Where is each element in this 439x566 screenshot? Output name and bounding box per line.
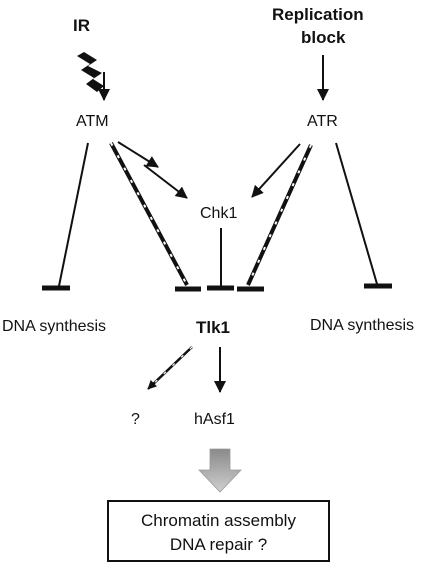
arrow-atr-to-chk1 [251, 143, 301, 198]
replication-label-line2: block [301, 28, 346, 47]
atr-node: ATR [307, 113, 338, 130]
inhibit-atr-to-tlk1 [237, 144, 313, 292]
arrow-atm-to-chk1-lower [143, 164, 188, 199]
chk1-node: Chk1 [200, 205, 238, 222]
arrow-atm-to-chk1-upper [117, 141, 159, 168]
outcome-line2: DNA repair ? [169, 535, 268, 554]
ir-label: IR [73, 16, 90, 35]
block-arrow-down-icon [198, 448, 242, 493]
inhibit-atm-to-dna-synthesis-left [42, 142, 89, 291]
atm-node: ATM [76, 113, 109, 130]
hasf1-node: hAsf1 [194, 411, 235, 428]
outcome-line1: Chromatin assembly [141, 511, 296, 530]
inhibit-atr-to-dna-synthesis-right [335, 142, 392, 289]
unknown-target-node: ? [131, 411, 140, 428]
dna-synthesis-left-node: DNA synthesis [2, 318, 107, 335]
dna-synthesis-right-node: DNA synthesis [310, 317, 415, 334]
inhibit-atm-to-tlk1 [109, 142, 201, 292]
inhibit-chk1-to-tlk1 [207, 228, 234, 291]
tlk1-node: Tlk1 [196, 318, 231, 337]
replication-label-line1: Replication [272, 5, 364, 24]
outcome-box: Chromatin assembly DNA repair ? [107, 500, 330, 562]
lightning-bolt-icon [77, 52, 110, 101]
arrow-tlk1-to-unknown [147, 346, 193, 390]
